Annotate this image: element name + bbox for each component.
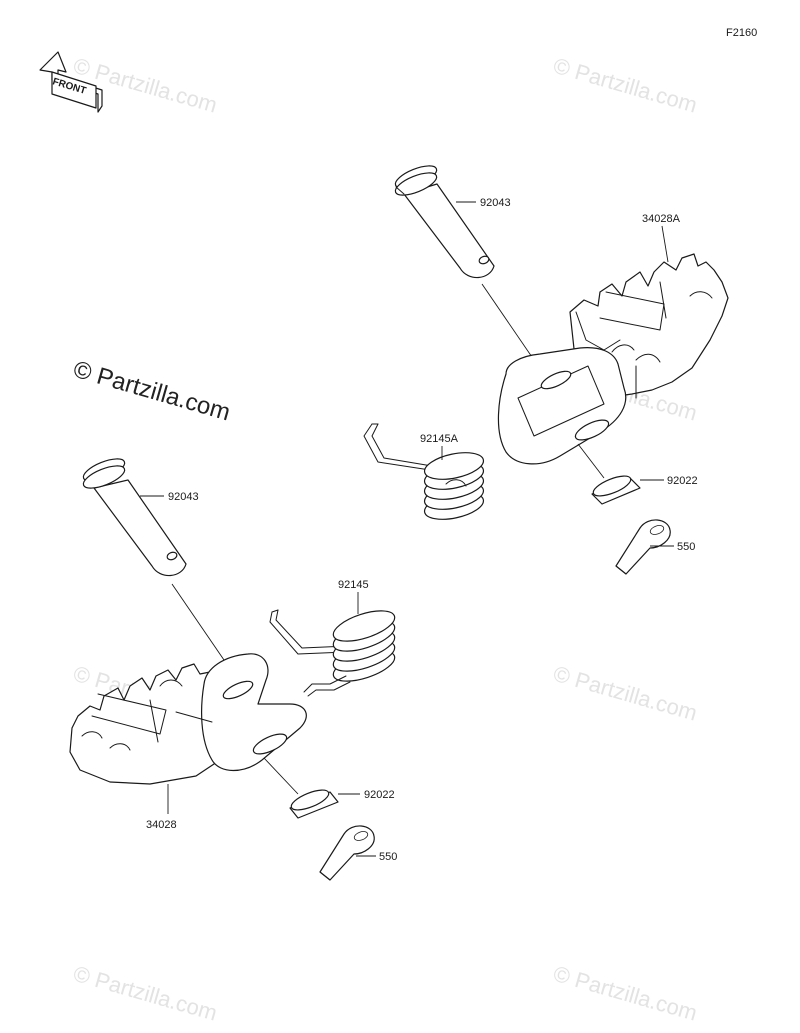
figure-code: F2160 <box>726 27 757 39</box>
cotter-pin-right <box>615 519 671 575</box>
cotter-pin-left <box>319 825 375 881</box>
washer-right <box>591 475 641 505</box>
label-cotter-right: 550 <box>677 541 695 553</box>
leader-line <box>171 583 225 661</box>
label-washer-left: 92022 <box>364 789 395 801</box>
leader-line <box>577 443 605 479</box>
footrest-step-right <box>497 253 729 465</box>
torsion-spring-left <box>269 609 396 697</box>
label-spring-left: 92145 <box>338 579 369 591</box>
front-arrow-icon: FRONT <box>39 51 103 113</box>
footrest-step-left <box>69 653 307 785</box>
label-pin-left: 92043 <box>168 491 199 503</box>
leader-line <box>263 757 299 795</box>
watermark: © Partzilla.com <box>71 961 220 1026</box>
watermark: © Partzilla.com <box>551 961 700 1026</box>
torsion-spring-right <box>363 423 485 520</box>
washer-left <box>289 789 339 819</box>
label-washer-right: 92022 <box>667 475 698 487</box>
clevis-pin-left <box>82 458 187 577</box>
leader-line <box>661 225 669 263</box>
clevis-pin-right <box>394 165 495 279</box>
watermark: © Partzilla.com <box>551 661 700 726</box>
label-pin-right: 92043 <box>480 197 511 209</box>
watermark-main: © Partzilla.com <box>70 356 233 427</box>
watermark: © Partzilla.com <box>551 53 700 118</box>
label-step-left: 34028 <box>146 819 177 831</box>
label-spring-right: 92145A <box>420 433 459 445</box>
label-cotter-left: 550 <box>379 851 397 863</box>
label-step-right: 34028A <box>642 213 681 225</box>
leader-line <box>481 283 535 361</box>
